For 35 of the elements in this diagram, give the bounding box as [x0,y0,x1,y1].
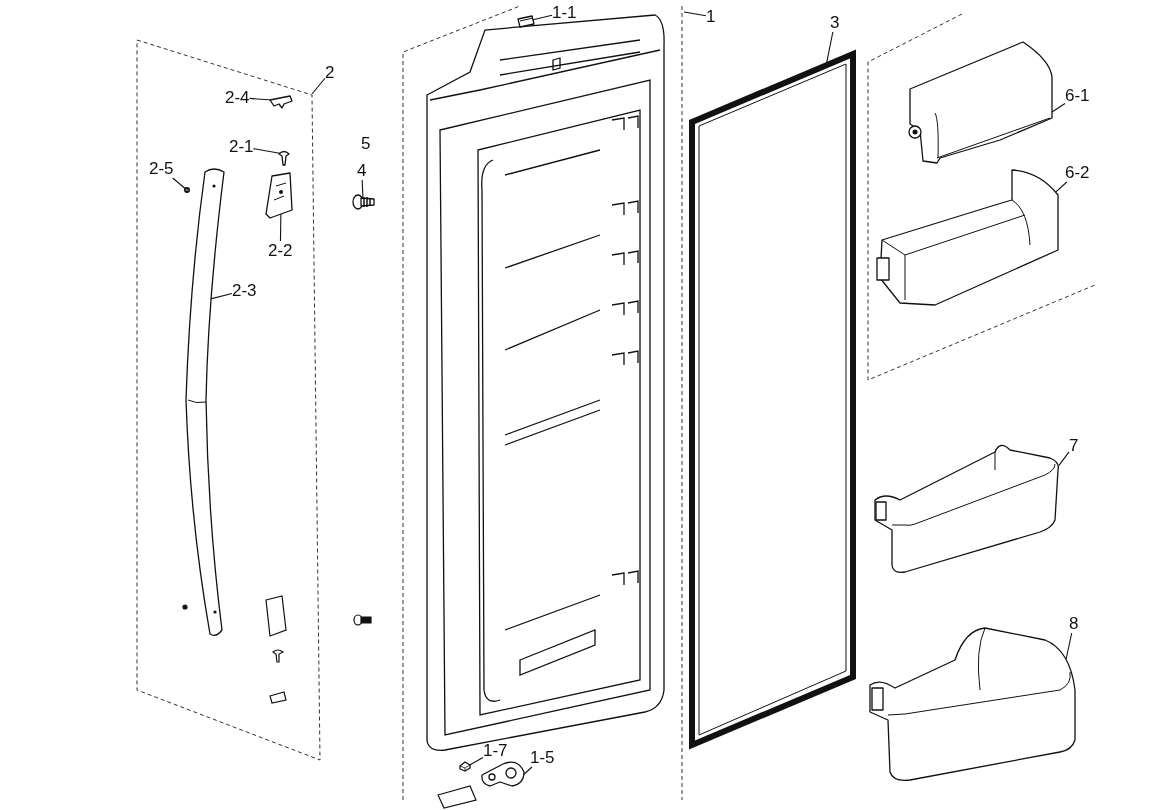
screw-part [183,186,191,194]
bracket-part [265,172,295,222]
clip-part [268,93,294,110]
leader-line [279,213,282,242]
callout-number: 7 [1069,436,1079,455]
screw-part [351,193,377,211]
callout-number: 6-1 [1065,86,1090,105]
leader-line [172,177,188,191]
callout-number: 2-5 [149,159,174,178]
leader-line [1065,632,1073,661]
callout-number: 2-2 [268,241,293,260]
callout-number: 1-7 [483,741,508,760]
leader-line [1056,451,1070,469]
callout-number: 8 [1069,614,1079,633]
callout-number: 2-3 [232,281,257,300]
leader-line [467,756,484,767]
callout-number: 4 [357,161,367,180]
leader-line [1051,102,1066,113]
washer-part [458,761,472,772]
callout-number: 2-4 [225,88,250,107]
callout-number: 6-2 [1065,163,1090,182]
callout-number: 2 [325,63,335,82]
leader-line [1055,181,1068,193]
callout-number: 1-5 [530,748,555,767]
callout-number: 1-1 [552,3,577,22]
leader-line [311,77,326,95]
callout-number: 1 [706,7,716,26]
screw-part [278,150,290,166]
leader-line [683,11,707,17]
callout-number: 2-1 [229,137,254,156]
leader-line [361,179,364,199]
leader-line [531,14,553,21]
cap-part [516,15,536,28]
callout-number: 3 [830,13,840,32]
callout-number: 5 [361,134,371,153]
